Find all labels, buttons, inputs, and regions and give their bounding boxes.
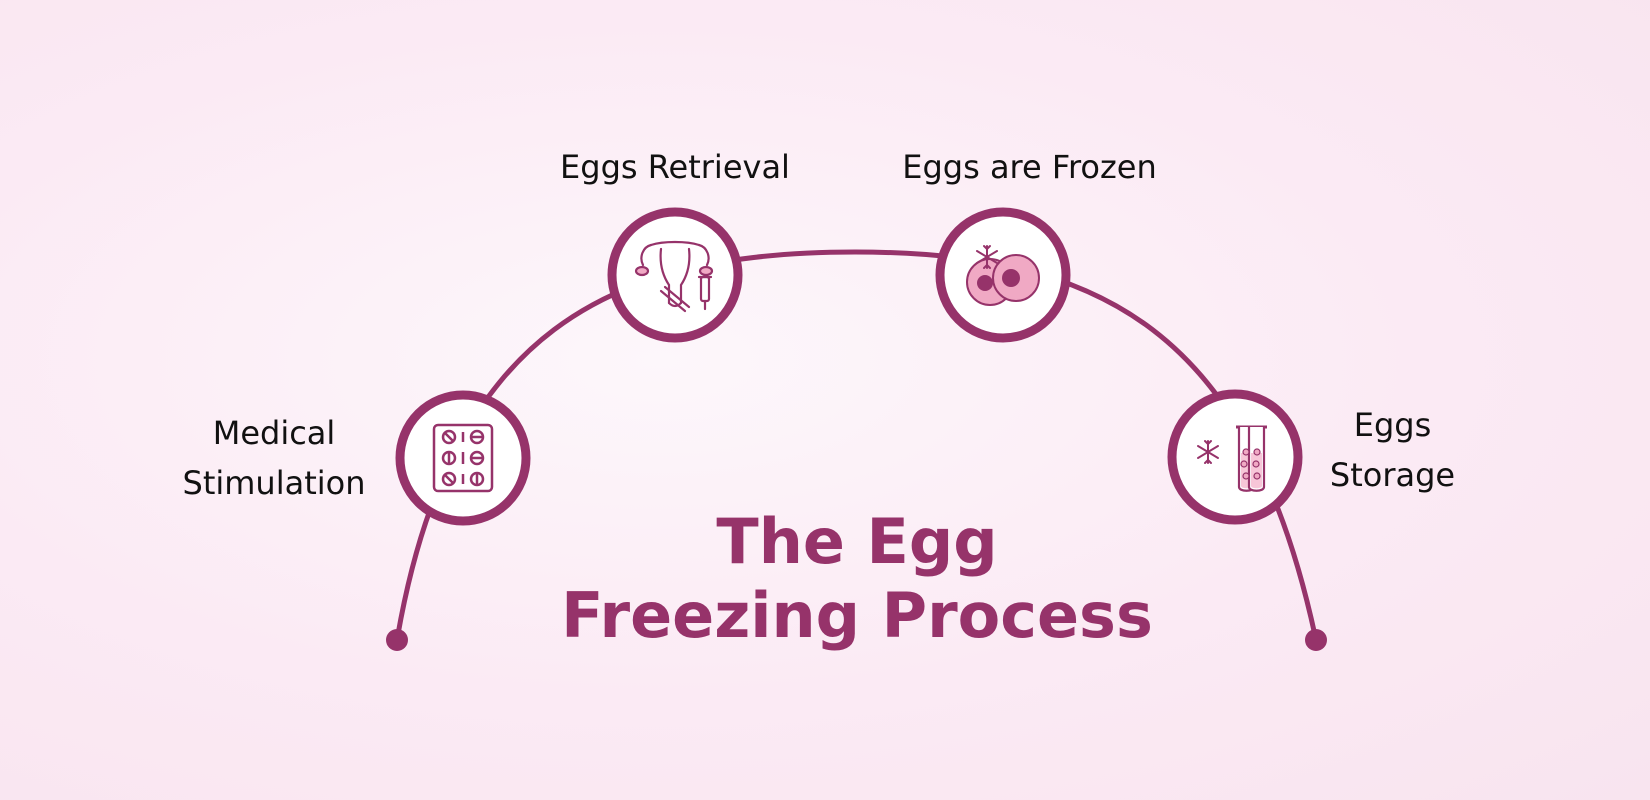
pill-blister-pack-icon — [434, 425, 492, 491]
diagram-title: The Egg Freezing Process — [525, 505, 1189, 653]
title-line-1: The Egg — [525, 505, 1189, 579]
step-label-eggs-frozen: Eggs are Frozen — [882, 142, 1177, 192]
step-label-line: Medical — [163, 408, 385, 458]
arc-end-dot — [1305, 629, 1327, 651]
step-label-eggs-retrieval: Eggs Retrieval — [535, 142, 815, 192]
title-line-2: Freezing Process — [525, 579, 1189, 653]
step-label-eggs-storage: Eggs Storage — [1315, 400, 1470, 500]
step-node-eggs-retrieval — [612, 212, 738, 338]
step-label-line: Stimulation — [163, 458, 385, 508]
step-label-line: Storage — [1315, 450, 1470, 500]
step-node-eggs-frozen — [940, 212, 1066, 338]
step-node-medical-stimulation — [400, 395, 526, 521]
step-label-line: Eggs are Frozen — [882, 142, 1177, 192]
step-label-medical-stimulation: Medical Stimulation — [163, 408, 385, 508]
step-node-eggs-storage — [1172, 394, 1298, 520]
step-label-line: Eggs — [1315, 400, 1470, 450]
arc-start-dot — [386, 629, 408, 651]
step-label-line: Eggs Retrieval — [535, 142, 815, 192]
